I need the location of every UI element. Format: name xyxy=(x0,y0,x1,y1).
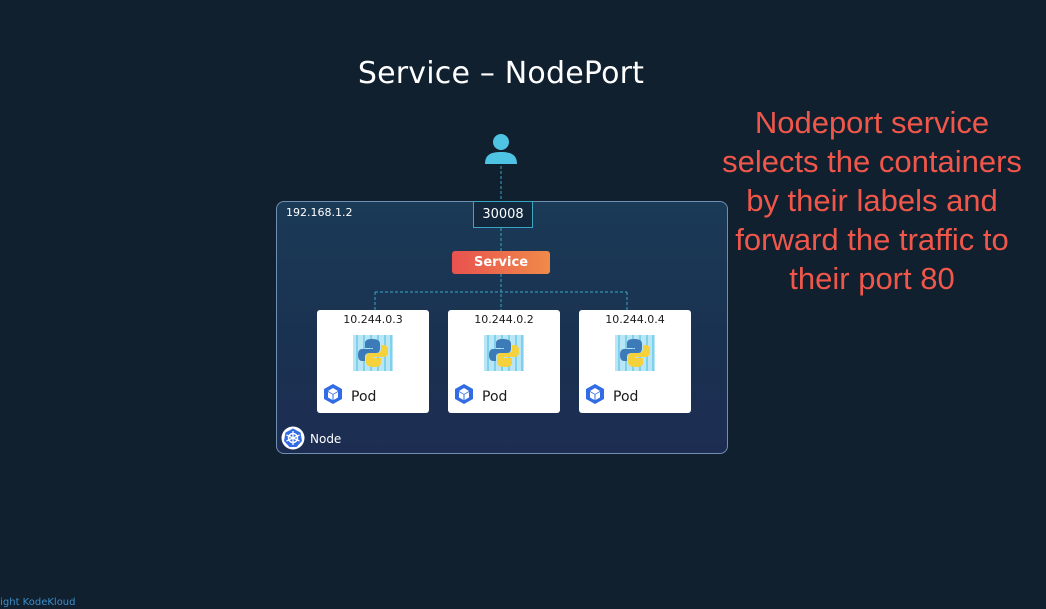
pod-card: 10.244.0.2 Pod xyxy=(448,310,560,413)
pod-label: Pod xyxy=(613,389,639,405)
annotation-text: Nodeport service selects the containers … xyxy=(722,105,1022,296)
page-title: Service – NodePort xyxy=(357,56,645,91)
pod-cube-icon xyxy=(455,384,473,404)
pod-label: Pod xyxy=(482,389,508,405)
user-icon xyxy=(485,134,517,164)
pod-label: Pod xyxy=(351,389,377,405)
node-port-box: 30008 xyxy=(473,201,533,228)
pod-ip: 10.244.0.2 xyxy=(474,313,534,326)
pod-card: 10.244.0.3 Pod xyxy=(317,310,429,413)
python-container-icon xyxy=(353,335,393,371)
node-ip: 192.168.1.2 xyxy=(286,206,353,219)
python-container-icon xyxy=(484,335,524,371)
python-container-icon xyxy=(615,335,655,371)
service-box: Service xyxy=(452,251,550,274)
pod-ip: 10.244.0.4 xyxy=(605,313,665,326)
pod-cube-icon xyxy=(324,384,342,404)
copyright-text: right KodeKloud xyxy=(0,597,76,608)
pod-ip: 10.244.0.3 xyxy=(343,313,403,326)
node-label: Node xyxy=(310,432,342,446)
pod-card: 10.244.0.4 Pod xyxy=(579,310,691,413)
pod-cube-icon xyxy=(586,384,604,404)
kubernetes-node-icon xyxy=(281,426,305,450)
